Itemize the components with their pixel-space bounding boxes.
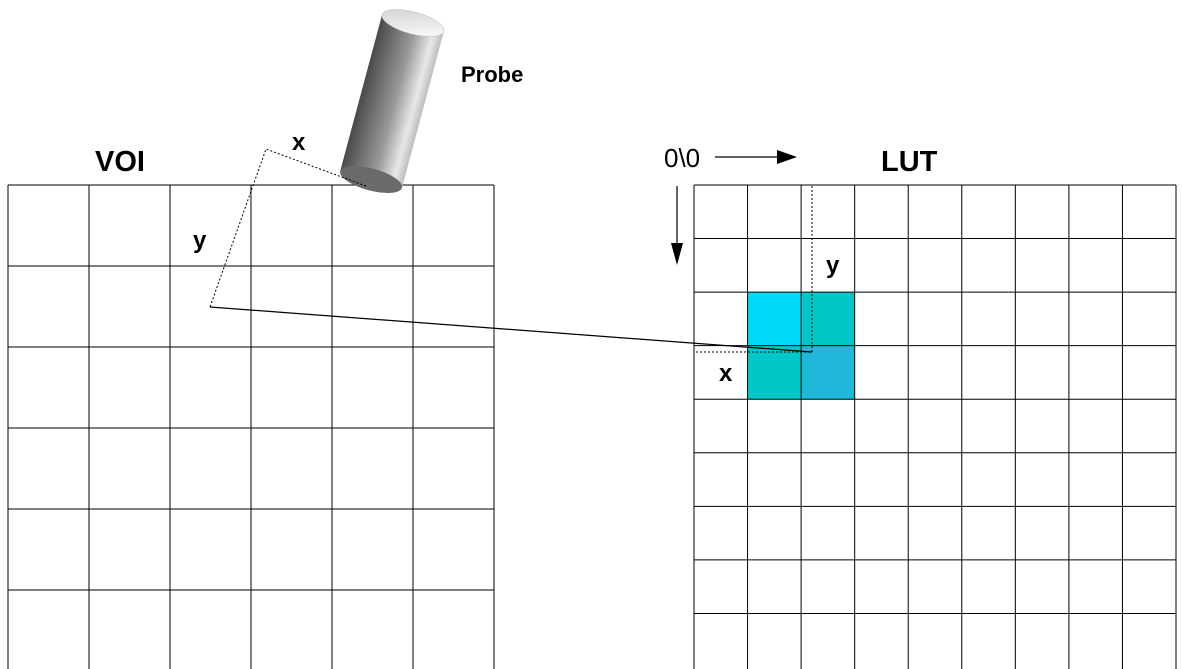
- lut-grid: [693, 184, 1177, 669]
- origin-label: 0\0: [664, 143, 700, 173]
- lut-highlight-cell: [801, 345, 855, 400]
- probe-label: Probe: [461, 62, 523, 87]
- lut-y-label: y: [826, 252, 840, 279]
- lut-title: LUT: [881, 146, 938, 178]
- voi-title: VOI: [95, 146, 145, 178]
- lut-coordinate-guides: [694, 186, 813, 353]
- lut-x-label: x: [719, 360, 733, 387]
- voi-grid: [7, 184, 495, 669]
- voi-y-label: y: [193, 227, 207, 254]
- voi-x-label: x: [292, 129, 306, 156]
- lut-highlight-cell: [801, 292, 855, 346]
- probe-icon: [340, 9, 445, 193]
- lut-highlight-cell: [747, 345, 802, 400]
- lut-highlighted-cells: [747, 292, 855, 400]
- x-direction-arrow: [715, 150, 797, 164]
- mapping-line: [209, 306, 813, 353]
- y-direction-arrow: [671, 186, 683, 265]
- lut-highlight-cell: [747, 292, 802, 346]
